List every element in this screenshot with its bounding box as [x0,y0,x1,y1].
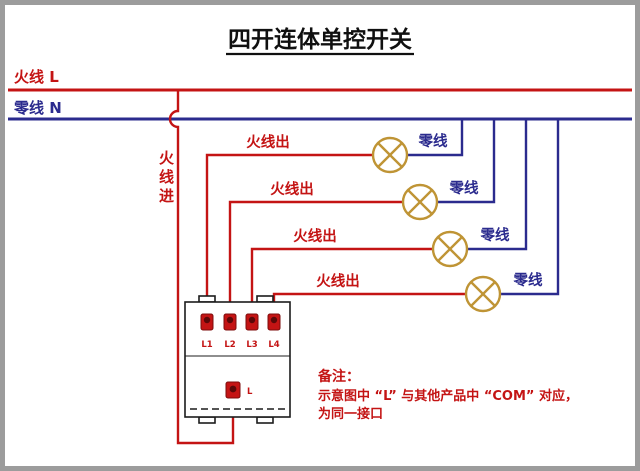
terminal-label-L1: L1 [201,340,212,350]
note-line-1: 示意图中 “L” 与其他产品中 “COM” 对应， [318,388,578,404]
neutral-out-label-1: 零线 [418,132,448,150]
terminal-screw [203,316,211,324]
note-heading: 备注： [317,368,360,385]
live-out-label-3: 火线出 [293,227,337,245]
lamp-icon-4 [464,275,502,313]
switch-top-tab [256,295,274,303]
live-out-wire-4 [272,292,466,314]
diagram-title: 四开连体单控开关 [228,26,412,53]
neutral-bus-label: 零线 N [13,99,62,117]
neutral-return-wire-3 [467,119,528,251]
lamp-cross-line [437,236,463,262]
switch-bottom-tab [256,416,274,424]
live-in-label: 火线进 [157,150,175,207]
lamp-cross-line [470,281,496,307]
neutral-return-wire-1 [407,119,464,157]
neutral-out-label-2: 零线 [449,179,479,197]
terminal-label-L3: L3 [246,340,257,350]
switch-bottom-tab [198,416,216,424]
switch-body: L1 L2 L3 L4 L [184,295,291,424]
live-in-trunk-wire [168,90,235,445]
lamp-icon-2 [401,183,439,221]
lamp-icon-3 [431,230,469,268]
live-out-label-1: 火线出 [246,133,290,151]
lamp-icon-1 [371,136,409,174]
terminal-label-L4: L4 [268,340,279,350]
live-out-wire-3 [250,247,433,314]
terminal-screw [270,316,278,324]
live-out-label-2: 火线出 [270,180,314,198]
neutral-out-label-3: 零线 [480,226,510,244]
terminal-screw [248,316,256,324]
live-bus-label: 火线 L [14,68,59,86]
terminal-screw [229,385,237,393]
terminal-label-L2: L2 [224,340,235,350]
terminal-screw [226,316,234,324]
live-out-wire-1 [205,153,373,314]
lamp-cross-line [407,189,433,215]
neutral-return-wire-4 [500,119,560,296]
live-out-wire-2 [228,200,403,314]
terminal-label-L-common: L [247,387,253,397]
live-out-label-4: 火线出 [316,272,360,290]
switch-top-tab [198,295,216,303]
neutral-return-wire-2 [437,119,496,204]
note-line-2: 为同一接口 [318,406,383,422]
lamp-cross-line [377,142,403,168]
neutral-out-label-4: 零线 [513,271,543,289]
